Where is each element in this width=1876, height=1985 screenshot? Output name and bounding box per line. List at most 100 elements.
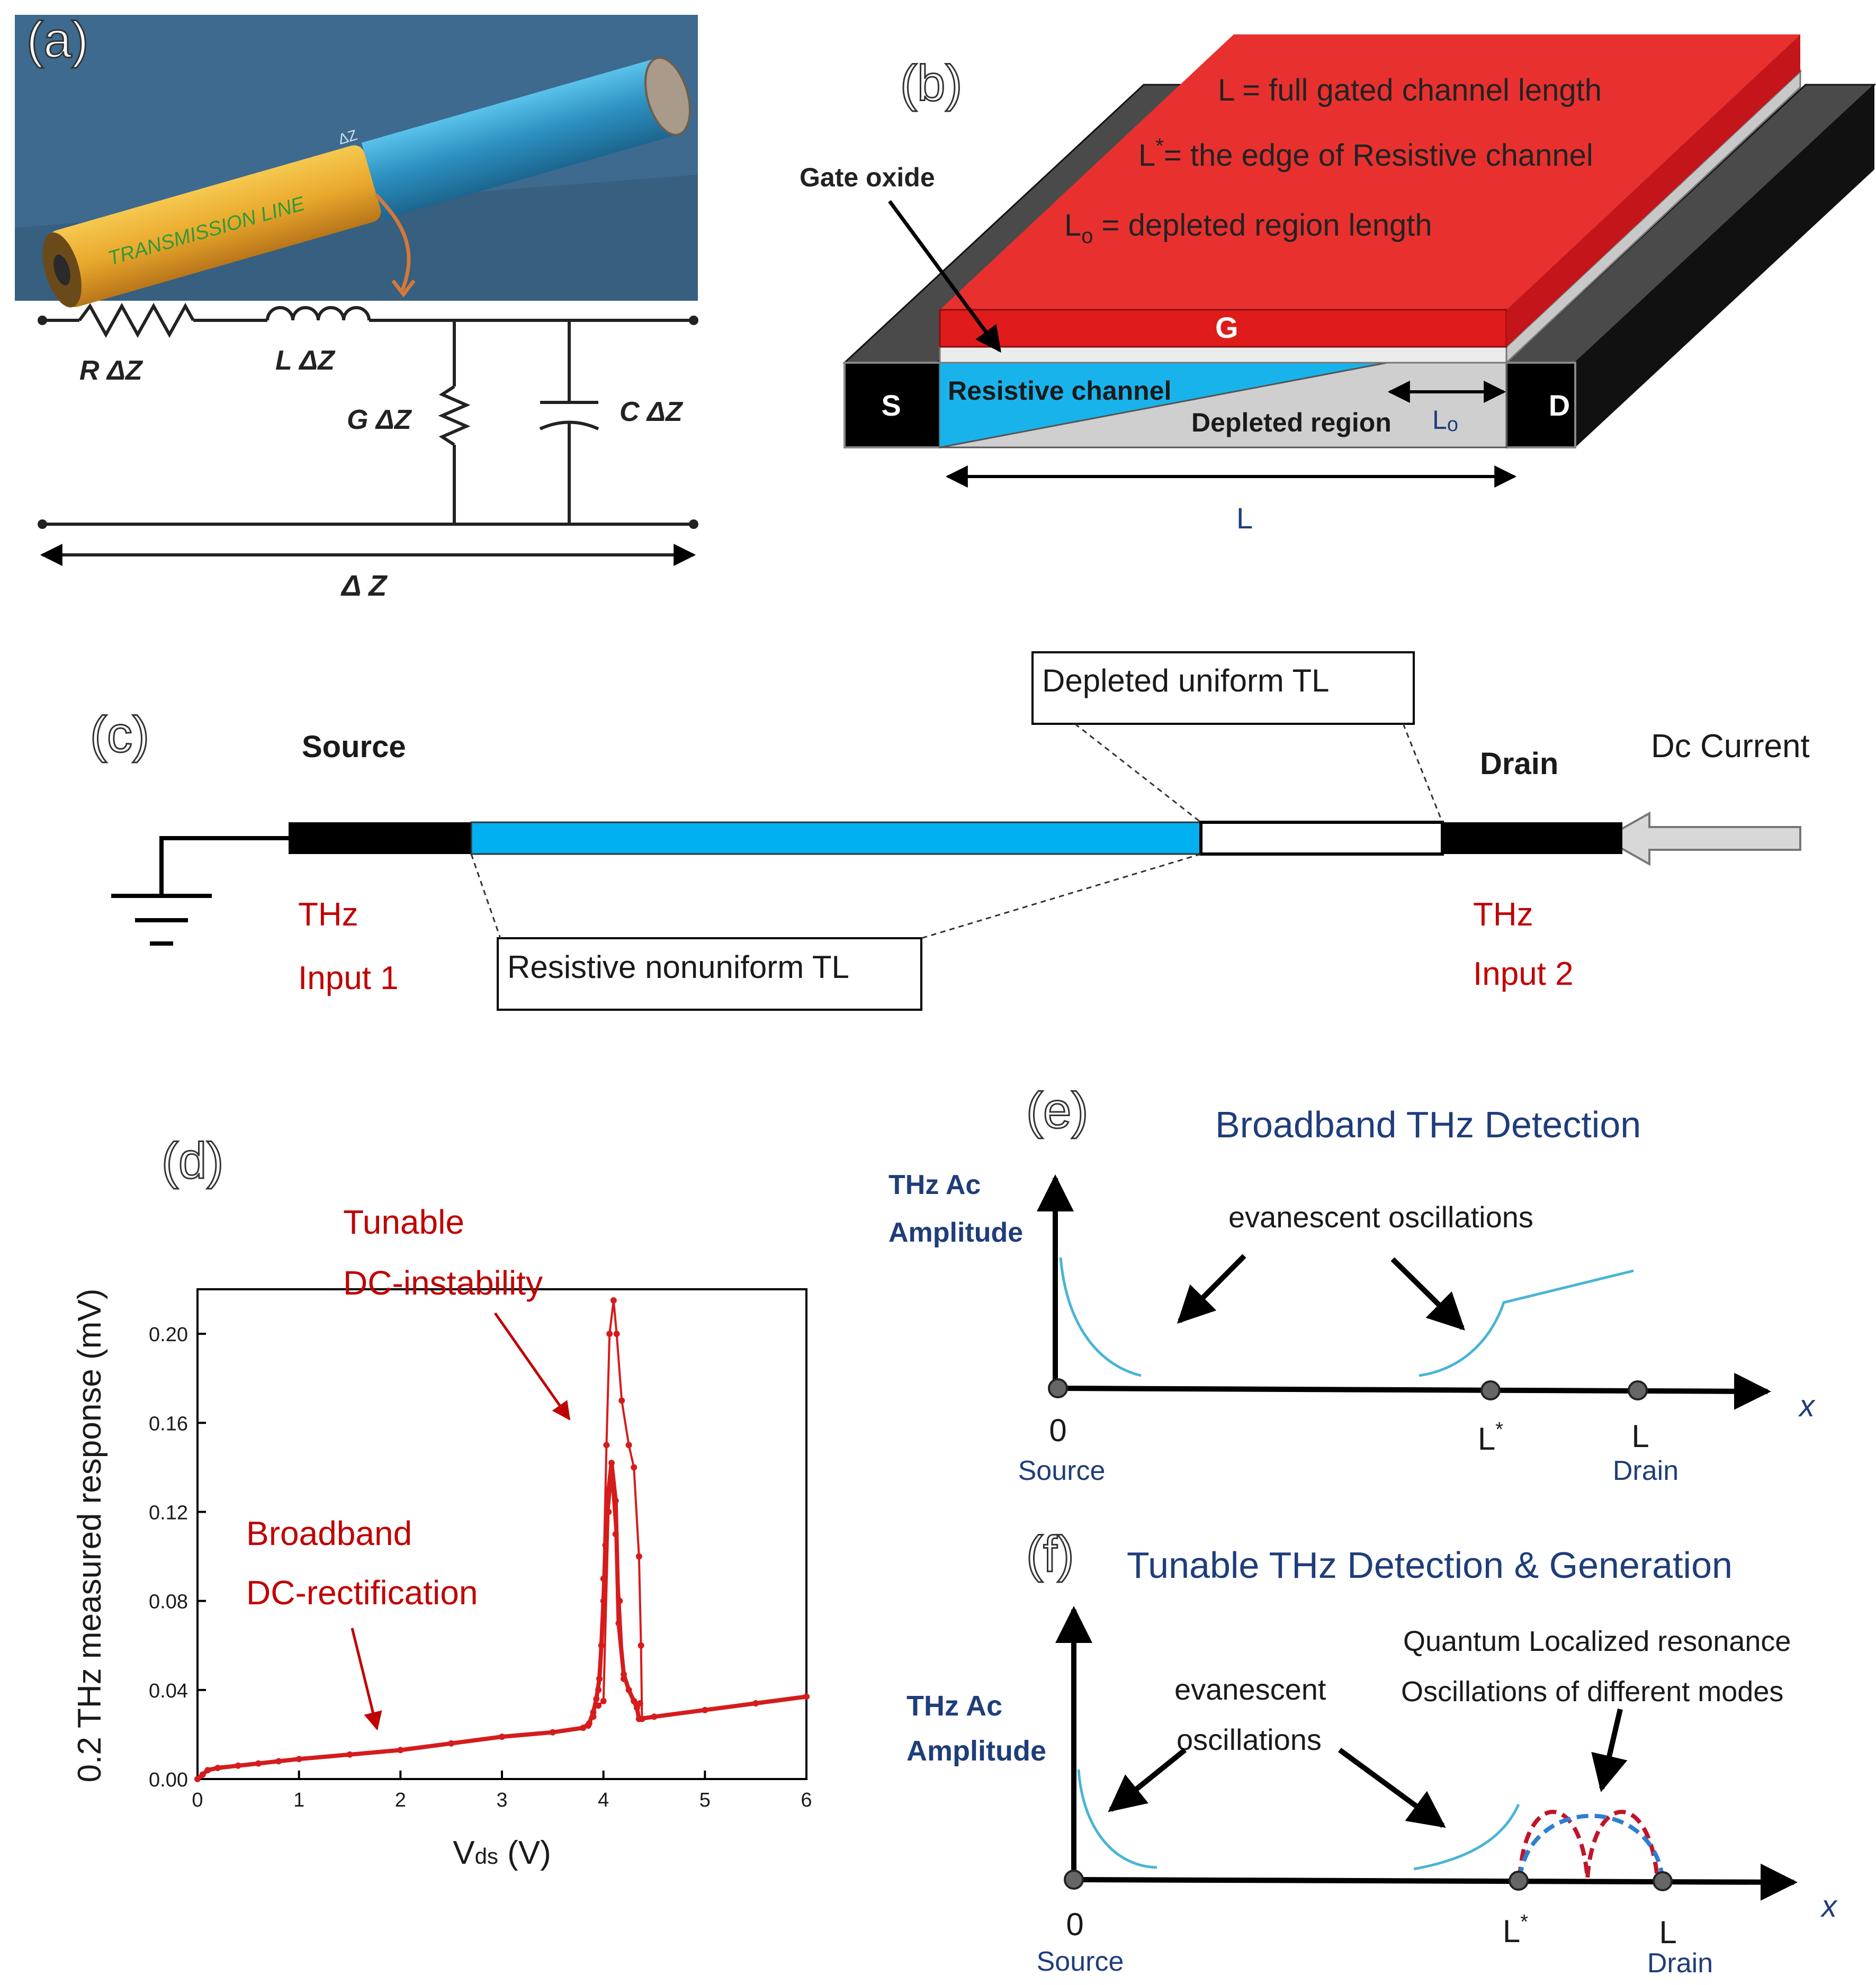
chart-data-point — [199, 1771, 206, 1778]
chart-data-point — [600, 1697, 607, 1704]
callout-leader — [921, 853, 1201, 939]
chart-data-point — [255, 1760, 262, 1767]
panel-f-source-decay-curve — [1077, 1769, 1157, 1869]
gate-definition-line1: L = full gated channel length — [1218, 73, 1602, 107]
channel-boundary — [939, 362, 1388, 448]
panel-f-quantum-arrow — [1591, 1708, 1628, 1792]
annotation-broadband-line2: DC-rectification — [246, 1574, 478, 1612]
panel-e-tick-lstar: L* — [1478, 1418, 1503, 1457]
panel-label-f: (f) — [1026, 1526, 1074, 1583]
chart-data-point — [590, 1713, 597, 1720]
cable-pointer-arrow — [374, 193, 411, 291]
cable-end-face — [644, 56, 691, 136]
label-r-dz: R ΔZ — [79, 355, 143, 386]
panel-f-tick-l: L — [1659, 1915, 1676, 1950]
device-right-wall-side — [1575, 85, 1874, 447]
chart-data-point — [631, 1697, 638, 1704]
chart-x-tick-label: 4 — [598, 1789, 609, 1811]
cable-core — [53, 254, 70, 285]
chart-data-point — [346, 1751, 353, 1758]
annotation-broadband-line1: Broadband — [246, 1514, 412, 1552]
gate-oxide-pointer — [888, 200, 1001, 353]
panel-f-left-arrow — [1108, 1748, 1187, 1812]
terminal-dot — [38, 519, 47, 529]
gate-oxide-front — [939, 346, 1507, 364]
panel-f-evanescent-line2: oscillations — [1177, 1723, 1322, 1756]
panel-f-tick-0-sub: Source — [1037, 1946, 1124, 1977]
label-c-dz: C ΔZ — [620, 397, 684, 427]
terminal-dot — [689, 519, 698, 529]
thz-input-2-line1: THz — [1473, 896, 1533, 933]
chart-data-point — [397, 1747, 404, 1754]
label-l-dz: L ΔZ — [275, 345, 336, 376]
chart-data-point — [638, 1642, 644, 1649]
panel-e-tick-l: L — [1631, 1418, 1649, 1454]
panel-e-tick-dot — [1480, 1380, 1501, 1400]
depleted-tl-bar — [1199, 821, 1444, 856]
chart-data-point — [204, 1767, 211, 1774]
panel-e-source-decay-curve — [1059, 1257, 1142, 1377]
chart-y-ticks: 0.000.040.080.120.160.20 — [149, 1324, 206, 1791]
chart-data-point — [608, 1475, 615, 1482]
chart-data-point — [595, 1686, 602, 1693]
chart-data-point — [585, 1722, 591, 1729]
gate-definition-line2: L*= the edge of Resistive channel — [1138, 134, 1593, 173]
source-contact-bar — [289, 822, 471, 854]
panel-e-tick-dot — [1048, 1378, 1068, 1398]
cable-yellow-section — [48, 145, 381, 307]
panel-e-drain-growth-curve — [1419, 1269, 1634, 1377]
chart-y-tick-label: 0.12 — [149, 1502, 188, 1524]
chart-y-tick-label: 0.16 — [149, 1413, 188, 1435]
panel-e-right-arrow — [1390, 1257, 1465, 1331]
panel-label-c: (c) — [90, 706, 149, 763]
chart-data-point — [612, 1531, 619, 1538]
callout-leader — [1402, 723, 1443, 823]
chart-x-tick-label: 0 — [192, 1789, 203, 1811]
resistive-tl-callout: Resistive nonuniform TL — [507, 949, 849, 985]
panel-e-tick-l-sub: Drain — [1613, 1456, 1678, 1486]
terminal-dot — [689, 316, 698, 325]
chart-data-point — [621, 1675, 627, 1682]
chart-y-tick-label: 0.08 — [149, 1591, 188, 1613]
chart-data-point — [580, 1724, 587, 1731]
chart-data-point — [639, 1715, 645, 1722]
chart-series-line — [196, 1462, 807, 1781]
panel-f-tick-lstar: L* — [1503, 1911, 1528, 1949]
chart-y-axis-label: 0.2 THz measured response (mV) — [71, 1289, 108, 1783]
chart-data-point — [651, 1713, 658, 1720]
chart-data-point — [605, 1508, 612, 1515]
chart-data-point — [702, 1706, 708, 1713]
panel-f-tick-dot — [1064, 1870, 1084, 1890]
conductance-symbol — [438, 385, 471, 446]
chart-data-point — [618, 1397, 625, 1404]
chart-data-point — [803, 1693, 810, 1700]
panel-f-mode-blue — [1518, 1813, 1665, 1879]
chart-data-point — [549, 1729, 556, 1736]
panel-b: L = full gated channel length L*= the ed… — [800, 34, 1876, 535]
panel-f-ylabel-line2: Amplitude — [906, 1735, 1046, 1767]
depleted-region-label: Depleted region — [1191, 408, 1392, 437]
panel-e-title: Broadband THz Detection — [1215, 1104, 1641, 1145]
panel-f-tick-l-sub: Drain — [1647, 1948, 1713, 1979]
drain-terminal-label: D — [1549, 389, 1570, 422]
drain-contact-bar — [1442, 822, 1622, 854]
chart-series-line — [587, 1300, 643, 1727]
panel-e-tick-dot — [1628, 1380, 1648, 1400]
label-g-dz: G ΔZ — [347, 405, 412, 435]
thz-input-1-line1: THz — [298, 896, 358, 933]
chart-data-point — [600, 1575, 607, 1582]
chart-x-tick-label: 5 — [699, 1789, 711, 1811]
panel-f-quantum-line2: Oscillations of different modes — [1401, 1676, 1783, 1708]
chart-x-axis-label: Vds (V) — [453, 1835, 551, 1871]
resistor-symbol — [78, 302, 195, 338]
terminal-dot — [38, 316, 47, 325]
panel-label-d: (d) — [161, 1133, 223, 1189]
source-block — [843, 362, 941, 448]
chart-y-tick-label: 0.04 — [149, 1680, 188, 1702]
thz-input-1-line2: Input 1 — [298, 960, 399, 996]
chart-y-tick-label: 0.00 — [149, 1769, 188, 1791]
lo-label: Lo — [1432, 405, 1458, 436]
dc-current-label: Dc Current — [1651, 728, 1810, 765]
